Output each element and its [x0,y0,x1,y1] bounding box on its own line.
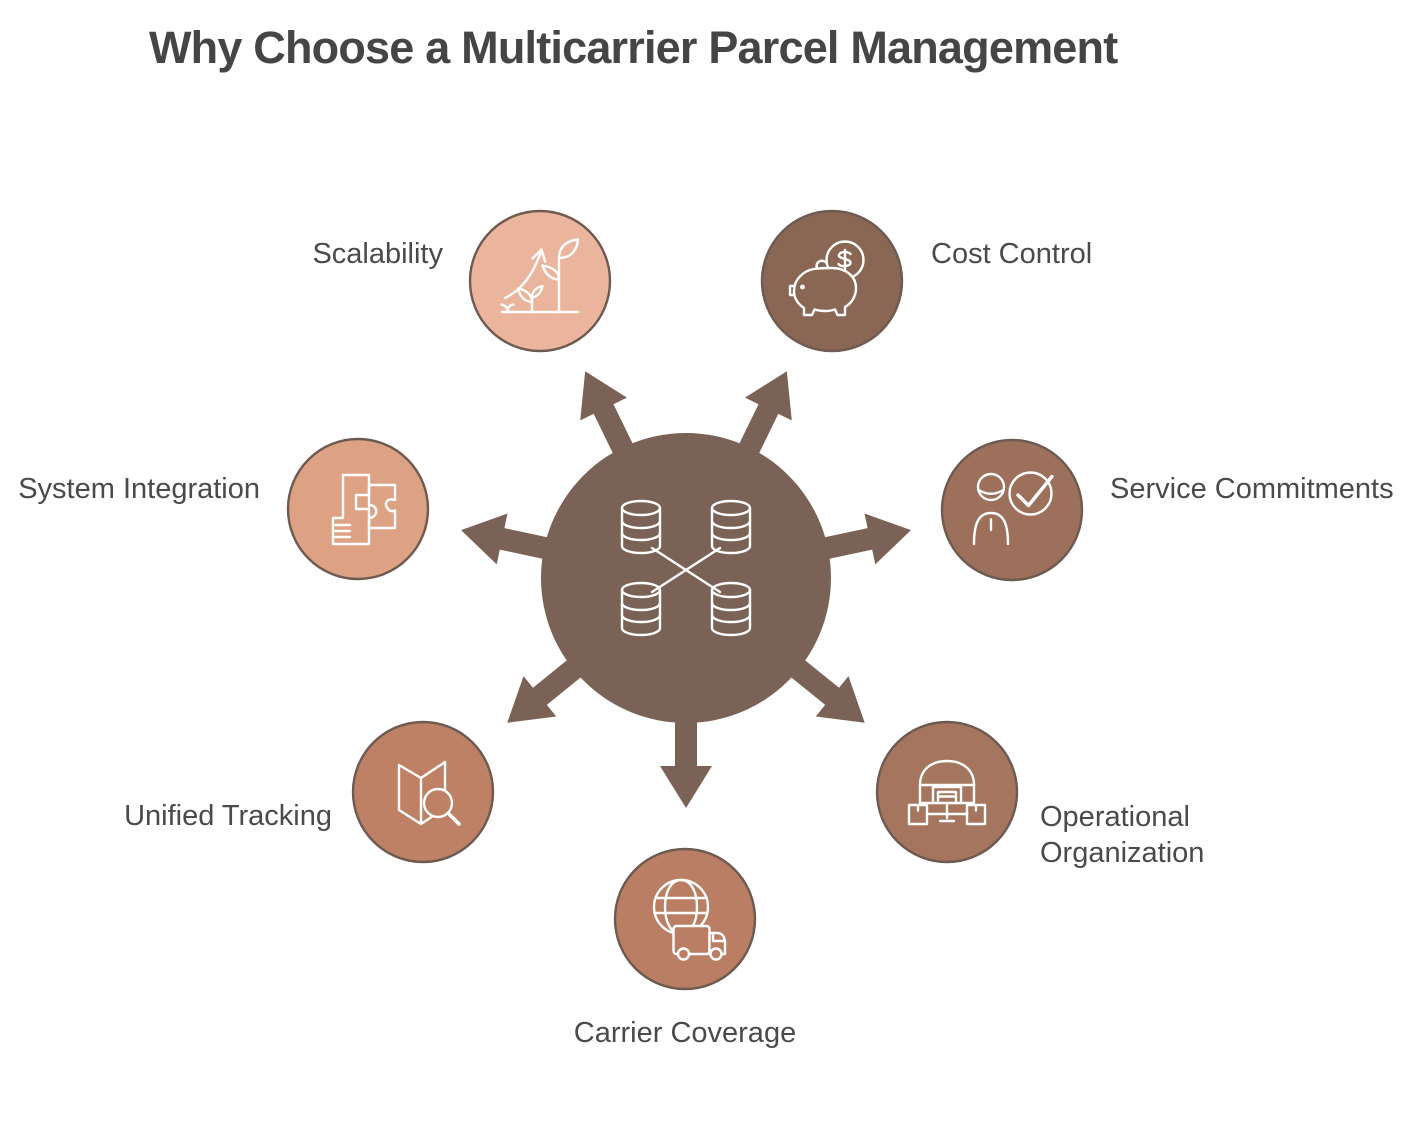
satellite-carrier-coverage [613,847,757,991]
puzzle-pieces-icon [331,473,397,546]
scalability-circle [468,209,612,353]
system-integration-circle [286,437,430,581]
warehouse-boxes-icon [907,759,987,826]
hub-circle [541,433,831,723]
label-carrier-coverage: Carrier Coverage [573,1017,797,1049]
satellite-system-integration [286,437,430,581]
globe-truck-icon [652,878,727,961]
plant-growth-icon [500,238,580,314]
piggy-bank-icon [788,240,865,317]
arrow-to-carrier-coverage [660,678,712,808]
label-scalability: Scalability [312,238,443,270]
person-checkmark-icon [972,471,1054,546]
label-cost-control: Cost Control [931,238,1093,270]
carrier-coverage-circle [613,847,757,991]
label-system-integration: System Integration [18,473,260,505]
page-title: Why Choose a Multicarrier Parcel Managem… [149,22,1118,73]
unified-tracking-circle [351,720,495,864]
label-operational-organization: Operational Organization [1040,801,1205,869]
label-unified-tracking: Unified Tracking [124,800,332,832]
service-commitments-circle [940,438,1084,582]
cost-control-circle [760,209,904,353]
map-magnifier-icon [397,760,461,826]
satellite-unified-tracking [351,720,495,864]
satellite-scalability [468,209,612,353]
satellite-operational-organization [875,720,1019,864]
satellite-cost-control [760,209,904,353]
label-service-commitments: Service Commitments [1110,473,1394,505]
satellite-service-commitments [940,438,1084,582]
operational-organization-circle [875,720,1019,864]
database-network-icon [620,499,752,637]
